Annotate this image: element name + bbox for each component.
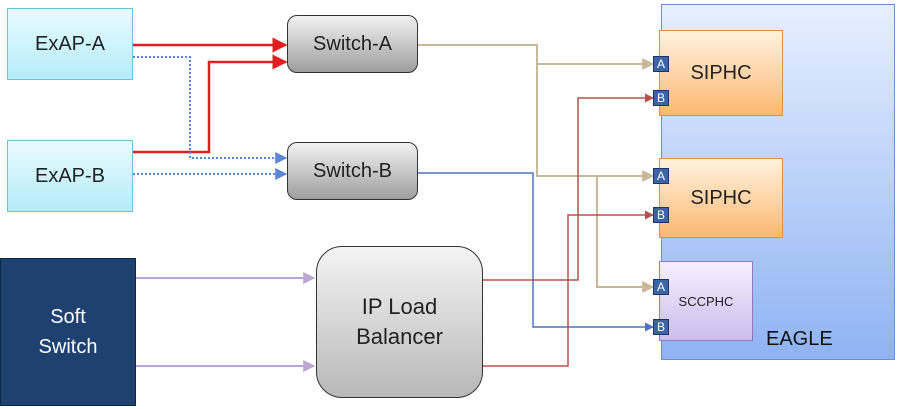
ip-load-balancer-node: IP Load Balancer: [316, 246, 483, 398]
link-switch-a-sccphc-a: [537, 175, 655, 293]
port-b-label: B: [656, 91, 665, 105]
soft-switch-label-line1: Soft: [50, 306, 86, 328]
switch-b-node: Switch-B: [287, 142, 418, 200]
sccphc-card-label: SCCPHC: [678, 293, 734, 309]
sccphc-port-a: A: [653, 279, 669, 295]
siphc-card-2-label: SIPHC: [690, 186, 752, 209]
switch-a-node: Switch-A: [287, 15, 418, 73]
siphc-1-port-b: B: [653, 90, 669, 106]
soft-switch-label-line2: Switch: [38, 336, 98, 358]
siphc-card-1-label: SIPHC: [690, 61, 752, 84]
eagle-label: EAGLE: [766, 328, 833, 350]
exap-b-node: ExAP-B: [7, 140, 133, 212]
link-switch-a-siphc-2-a: [536, 64, 655, 182]
link-switch-a-siphc-1-a: [418, 44, 655, 70]
siphc-2-port-b: B: [653, 207, 669, 223]
port-a-label: A: [656, 169, 665, 183]
link-exap-a-switch-b: [133, 56, 288, 164]
exap-a-label: ExAP-A: [34, 32, 106, 55]
sccphc-port-b: B: [653, 319, 669, 335]
siphc-card-1: SIPHC: [659, 30, 783, 116]
switch-b-label: Switch-B: [313, 159, 392, 182]
switch-a-label: Switch-A: [313, 32, 392, 55]
soft-switch-node: Soft Switch: [0, 258, 136, 406]
port-a-label: A: [656, 280, 665, 294]
link-exap-b-switch-a: [133, 54, 288, 154]
port-b-label: B: [656, 208, 665, 222]
ip-load-balancer-label-line2: Balancer: [356, 324, 443, 349]
siphc-1-port-a: A: [653, 56, 669, 72]
ip-load-balancer-label-line1: IP Load: [361, 294, 438, 319]
port-b-label: B: [656, 320, 665, 334]
link-switch-b-sccphc-b: [418, 172, 654, 332]
link-lb-siphc-2-b: [483, 210, 654, 367]
port-a-label: A: [656, 57, 665, 71]
siphc-2-port-a: A: [653, 168, 669, 184]
sccphc-card: SCCPHC: [659, 261, 753, 341]
siphc-card-2: SIPHC: [659, 158, 783, 238]
exap-b-label: ExAP-B: [34, 164, 106, 187]
exap-a-node: ExAP-A: [7, 8, 133, 80]
link-lb-siphc-1-b: [483, 93, 654, 281]
